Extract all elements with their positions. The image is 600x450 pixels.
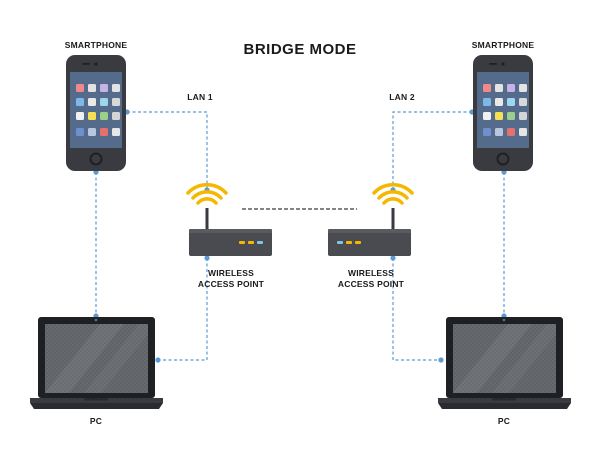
access-point-left-label-line2: ACCESS POINT xyxy=(197,279,265,289)
access-point-left-icon xyxy=(186,183,272,256)
diagram-title: BRIDGE MODE xyxy=(243,41,357,58)
smartphone-right-label: SMARTPHONE xyxy=(471,40,535,50)
laptop-left-icon xyxy=(30,317,163,409)
access-point-right-label-line1: WIRELESS xyxy=(348,268,394,278)
access-point-right-label-line2: ACCESS POINT xyxy=(337,279,405,289)
access-point-right-icon xyxy=(328,183,414,256)
lan2-label: LAN 2 xyxy=(389,92,415,102)
lan2-link-right-ap-to-pc xyxy=(392,258,441,361)
lan2-link-right-phone-to-ap xyxy=(392,111,472,190)
lan1-link-left-ap-to-pc xyxy=(158,258,208,361)
access-point-left-label-line1: WIRELESS xyxy=(208,268,254,278)
access-point-right-label: WIRELESS ACCESS POINT xyxy=(326,268,416,290)
access-point-left-label: WIRELESS ACCESS POINT xyxy=(186,268,276,290)
lan1-label: LAN 1 xyxy=(187,92,213,102)
smartphone-right-icon xyxy=(473,55,533,171)
smartphone-left-icon xyxy=(66,55,126,171)
pc-left-label: PC xyxy=(89,416,103,426)
wifi-right-icon xyxy=(372,183,414,205)
laptop-right-icon xyxy=(438,317,571,409)
connection-lines xyxy=(95,111,505,361)
lan1-link-left-phone-to-ap xyxy=(127,111,208,190)
pc-right-label: PC xyxy=(497,416,511,426)
smartphone-left-label: SMARTPHONE xyxy=(64,40,128,50)
wifi-left-icon xyxy=(186,183,228,205)
link-endpoint-dots xyxy=(93,109,507,363)
